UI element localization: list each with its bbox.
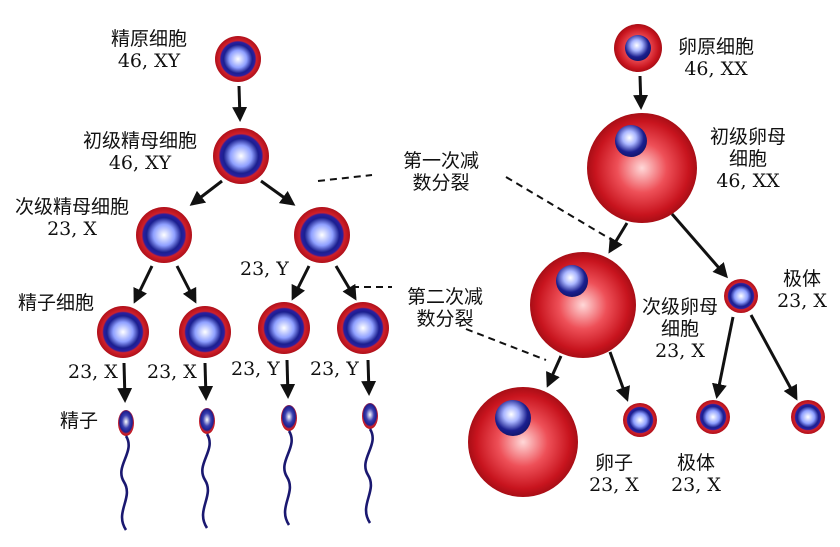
division-leader-lines [317, 174, 613, 361]
secondary-spermatocyte-right-chromosomes: 23, Y [240, 258, 289, 280]
second-polar-body-cell [791, 400, 825, 434]
sperm [199, 408, 215, 529]
primary-spermatocyte-chromosomes: 46, XY [108, 152, 172, 174]
second-polar-bodies-name: 极体 [676, 452, 715, 474]
primary-oocyte-line2: 细胞 [728, 148, 767, 170]
first-polar-body-chromosomes: 23, X [777, 290, 827, 312]
second-polar-bodies-chromosomes: 23, X [671, 474, 721, 496]
secondary-spermatocyte-left-cell [136, 207, 192, 263]
oogonium-label: 卵原细胞 46, XX [668, 36, 764, 80]
primary-oocyte-cell [587, 113, 697, 223]
first-polar-body-name: 极体 [782, 268, 821, 290]
primary-spermatocyte-cell [213, 128, 269, 184]
egg-chromosomes: 23, X [589, 474, 639, 496]
first-meiotic-division-label: 第一次减 数分裂 [382, 150, 500, 194]
sperm-label: 精子 [60, 410, 99, 432]
spermatogonium-label: 精原细胞 46, XY [106, 28, 192, 72]
spermatogonium-name: 精原细胞 [110, 28, 187, 50]
spermatogonium-chromosomes: 46, XY [117, 50, 181, 72]
second-polar-bodies-label: 极体 23, X [660, 452, 732, 496]
primary-spermatocyte-name: 初级精母细胞 [82, 130, 197, 152]
spermatid-chromosomes: 23, Y [310, 358, 359, 380]
second-division-line2: 数分裂 [416, 308, 474, 330]
second-meiotic-division-label: 第二次减 数分裂 [386, 286, 504, 330]
secondary-spermatocyte-left-label: 次级精母细胞 23, X [2, 196, 142, 240]
spermatid-chromosomes: 23, X [68, 361, 118, 383]
second-polar-body-cell [696, 400, 730, 434]
primary-oocyte-label: 初级卵母 细胞 46, XX [700, 126, 796, 192]
secondary-spermatocyte-right-cell [294, 207, 350, 263]
secondary-spermatocyte-name: 次级精母细胞 [14, 196, 129, 218]
spermatid-cell [97, 306, 149, 358]
first-division-line2: 数分裂 [412, 172, 470, 194]
sperm [362, 403, 378, 524]
oogonium-nucleus [625, 35, 651, 61]
sperm [118, 410, 134, 531]
oogonium-chromosomes: 46, XX [684, 58, 748, 80]
first-polar-body-label: 极体 23, X [766, 268, 838, 312]
spermatogonium-cell [215, 36, 261, 82]
secondary-spermatocyte-left-chromosomes: 23, X [47, 218, 97, 240]
sperm-side-arrows [117, 85, 377, 403]
secondary-oocyte-label: 次级卵母 细胞 23, X [632, 296, 728, 362]
secondary-oocyte-cell [530, 252, 636, 358]
second-polar-body-cell [623, 403, 657, 437]
first-division-line1: 第一次减 [402, 150, 479, 172]
spermatid-cell [337, 302, 389, 354]
first-polar-body-cell [724, 279, 758, 313]
secondary-oocyte-nucleus [556, 265, 588, 297]
primary-oocyte-chromosomes: 46, XX [716, 170, 780, 192]
primary-oocyte-line1: 初级卵母 [709, 126, 786, 148]
primary-oocyte-nucleus [615, 125, 647, 157]
secondary-oocyte-line1: 次级卵母 [641, 296, 718, 318]
spermatid-cell [179, 306, 231, 358]
spermatid-cell [258, 302, 310, 354]
primary-spermatocyte-label: 初级精母细胞 46, XY [70, 130, 210, 174]
egg-nucleus [495, 400, 531, 436]
egg-label: 卵子 23, X [578, 452, 650, 496]
secondary-oocyte-chromosomes: 23, X [655, 340, 705, 362]
second-division-line1: 第二次减 [406, 286, 483, 308]
egg-side-arrows [546, 75, 798, 402]
oogonium-name: 卵原细胞 [677, 36, 754, 58]
egg-name: 卵子 [594, 452, 633, 474]
secondary-oocyte-line2: 细胞 [660, 318, 699, 340]
spermatid-label: 精子细胞 [18, 292, 95, 314]
sperm [281, 405, 297, 526]
spermatid-chromosomes: 23, Y [231, 358, 280, 380]
spermatid-chromosomes: 23, X [147, 361, 197, 383]
